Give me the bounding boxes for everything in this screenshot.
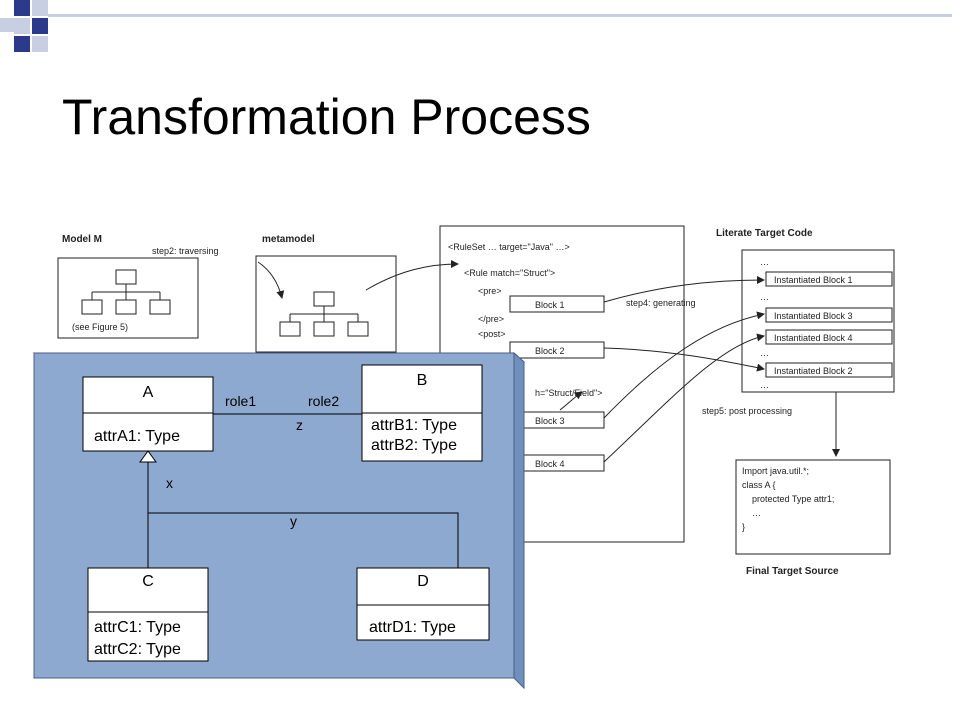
model-label: Model M (62, 234, 102, 245)
ellipsis-2: … (760, 292, 769, 302)
block-2-box (509, 341, 605, 359)
class-a[interactable]: A attrA1: Type (82, 376, 214, 452)
final-code-line-4: … (752, 508, 761, 518)
y-label: y (290, 513, 297, 529)
header-rule (48, 14, 952, 17)
overlay-side-edge (513, 351, 525, 690)
class-c-name: C (142, 573, 154, 590)
block-1-label: Block 1 (535, 300, 565, 310)
class-a-name: A (143, 384, 154, 401)
metamodel-label: metamodel (262, 234, 315, 245)
metamodel-to-rules-arrow (365, 260, 459, 291)
corner-square-4 (14, 18, 30, 34)
see-figure-label: (see Figure 5) (72, 322, 128, 332)
literate-title: Literate Target Code (716, 228, 813, 239)
gen-arrow-4 (603, 333, 765, 463)
step2-label: step2: traversing (152, 246, 219, 256)
block-1-box (509, 295, 605, 313)
final-code-line-3: protected Type attr1; (752, 494, 834, 504)
inst-block-2-label: Instantiated Block 2 (774, 366, 853, 376)
final-code-line-5: } (742, 522, 745, 532)
traverse-arrow (257, 261, 285, 299)
role1-label: role1 (225, 393, 256, 409)
ellipsis-1: … (760, 257, 769, 267)
class-b[interactable]: B attrB1: Type attrB2: Type (361, 364, 483, 462)
slide-title: Transformation Process (62, 89, 591, 145)
literate-box (741, 249, 895, 393)
inherit-d-line (148, 512, 459, 568)
pre-open: <pre> (478, 286, 502, 296)
class-d-name: D (417, 573, 429, 590)
block-4-label: Block 4 (535, 459, 565, 469)
inst-block-1-box (765, 271, 893, 287)
ruleset-open: <RuleSet … target="Java" …> (448, 242, 570, 252)
class-c-attr-1: attrC1: Type (94, 619, 181, 636)
background-texts: Model M (see Figure 5) step2: traversing… (62, 228, 853, 577)
inst-block-4-label: Instantiated Block 4 (774, 333, 853, 343)
inst-block-4-box (765, 329, 893, 345)
class-d[interactable]: D attrD1: Type (356, 567, 490, 641)
rule-struct: <Rule match="Struct"> (464, 268, 555, 278)
x-label: x (166, 475, 173, 491)
step4-label: step4: generating (626, 298, 696, 308)
corner-square-6 (14, 36, 30, 52)
post-open: <post> (478, 329, 506, 339)
ellipsis-4: … (760, 380, 769, 390)
final-code-line-2: class A { (742, 480, 776, 490)
class-c-attr-2: attrC2: Type (94, 641, 181, 658)
corner-square-3 (0, 18, 14, 32)
final-source-box (735, 459, 891, 555)
class-a-attr-1: attrA1: Type (94, 428, 180, 445)
rule-field-partial: h="Struct/Field"> (535, 388, 602, 398)
corner-square-1 (14, 0, 30, 16)
inst-block-3-box (765, 307, 893, 323)
role2-label: role2 (308, 393, 339, 409)
corner-square-5 (32, 18, 48, 34)
class-b-attr-1: attrB1: Type (371, 417, 457, 434)
pre-close: </pre> (478, 314, 504, 324)
block-3-label: Block 3 (535, 416, 565, 426)
class-c[interactable]: C attrC1: Type attrC2: Type (87, 567, 209, 662)
block-2-label: Block 2 (535, 346, 565, 356)
model-box (57, 257, 199, 339)
ellipsis-3: … (760, 348, 769, 358)
uml-diagram: A attrA1: Type B attrB1: Type attrB2: Ty… (82, 364, 490, 662)
final-source-label: Final Target Source (746, 566, 839, 577)
z-label: z (296, 417, 303, 433)
inst-block-2-box (765, 362, 893, 378)
corner-square-7 (32, 36, 48, 52)
gen-arrow-3 (603, 311, 765, 419)
metamodel-tree (279, 291, 369, 337)
inherit-triangle (139, 450, 157, 463)
inst-block-1-label: Instantiated Block 1 (774, 275, 853, 285)
inst-block-3-label: Instantiated Block 3 (774, 311, 853, 321)
field-arrow (559, 391, 583, 411)
corner-square-2 (32, 0, 48, 16)
gen-arrow-1 (603, 276, 765, 303)
step5-label: step5: post processing (702, 406, 792, 416)
gen-arrow-2 (603, 347, 765, 372)
class-b-attr-2: attrB2: Type (371, 437, 457, 454)
metamodel-box (255, 255, 397, 353)
class-d-attr-1: attrD1: Type (369, 619, 456, 636)
model-tree (81, 269, 171, 315)
final-code-line-1: Import java.util.*; (742, 466, 809, 476)
class-b-name: B (417, 372, 428, 389)
